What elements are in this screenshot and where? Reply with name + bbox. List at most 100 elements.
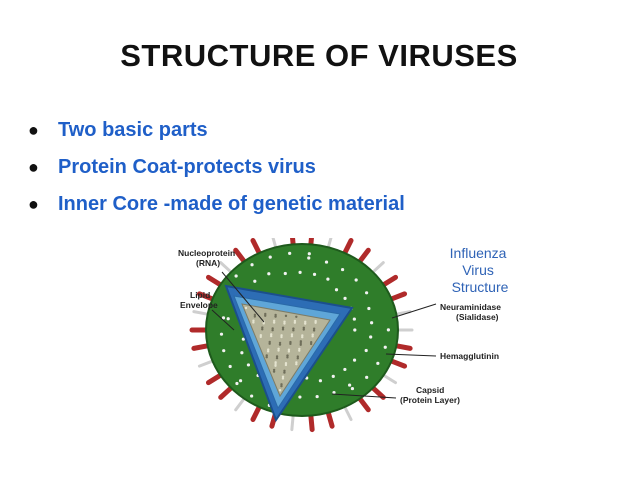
spike [325,410,335,429]
core-granule [268,340,271,344]
envelope-dot [350,386,355,391]
core-granule [259,335,262,339]
spike [342,238,354,256]
bullet-text: Inner Core -made of genetic material [58,193,405,215]
envelope-dot [250,263,254,267]
core-granule [271,327,274,330]
core-granule [286,354,289,357]
envelope-dot [353,328,357,332]
core-granule [280,334,283,337]
core-granule [274,313,277,317]
core-granule [272,321,276,324]
bullet-text: Protein Coat-protects virus [58,156,316,178]
core-granule [271,328,274,332]
core-granule [277,347,280,350]
core-granule [295,362,298,366]
spike [394,310,412,316]
envelope-dot [221,316,226,320]
core-granule [281,326,285,329]
envelope-dot [348,383,352,387]
envelope-dot [235,381,239,386]
bullet-item: ● Inner Core -made of genetic material [28,186,405,223]
core-granule [293,321,297,324]
core-granule [265,354,268,357]
spike [326,238,333,249]
leader-lines [211,271,437,399]
core-granule [286,356,289,359]
envelope-dot [307,252,311,256]
core-granule [272,368,276,372]
spike [357,396,371,413]
envelope-dot [283,271,287,276]
core-granule [299,341,302,345]
envelope-dot [312,272,317,276]
spike [233,247,247,264]
core-granule [311,333,314,336]
envelope-dot [298,395,302,399]
core-granule [302,328,305,331]
spike [308,413,315,433]
envelope-dot [250,394,254,398]
spike [343,405,353,422]
spike [205,274,223,288]
envelope-dot [226,317,230,321]
label-lipid-envelope: Lipid Envelope [180,290,218,310]
bullet-item: ● Protein Coat-protects virus [28,149,405,186]
label-neuraminidase: Neuraminidase (Sialidase) [440,302,503,322]
core-granule [278,343,282,346]
core-granule [302,326,306,329]
envelope-dot [240,351,244,355]
spike [290,238,296,247]
virus-diagram-svg: Nucleoprotein (RNA) Lipid Envelope Neura… [178,238,511,433]
core-granule [312,327,316,330]
core-granule [287,348,291,351]
spike [382,373,398,385]
core-granule [252,321,255,324]
envelope-dot [340,267,345,272]
envelope-dot [222,349,226,353]
envelope-dot [331,374,335,378]
virus-diagram: Nucleoprotein (RNA) Lipid Envelope Neura… [160,238,540,434]
label-capsid: Capsid (Protein Layer) [400,385,460,405]
envelope-dot [238,379,243,383]
core-granule [299,343,302,346]
core-granule [284,363,288,367]
core-granule [290,333,294,336]
envelope-dot [288,251,292,255]
envelope-dot [241,337,245,341]
envelope-dot [367,306,371,311]
spike [219,261,233,274]
core-granule [244,306,248,310]
envelope-dot [326,277,330,281]
envelope-dot [383,345,387,349]
spike [290,414,295,432]
core-granule [295,315,298,319]
surface-spikes [189,238,414,433]
spike [192,310,210,316]
core-granule [270,333,273,336]
envelope-dot [343,296,347,300]
spike [250,404,262,423]
envelope-dot [219,332,224,336]
envelope-dot [365,375,369,379]
core-granule [253,315,257,318]
envelope-dot [234,274,238,278]
diagram-title: Influenza Virus Structure [450,245,511,295]
core-granule [287,350,291,353]
core-granule [284,362,288,365]
core-granule [311,335,314,338]
core-granule [278,341,282,345]
core-granule [314,321,317,325]
core-granule [284,314,288,318]
core-granule [262,322,265,325]
core-granule [268,342,271,345]
core-granule [278,389,282,392]
core-granule [280,383,283,386]
core-granule [301,335,304,339]
core-granule [296,355,300,358]
core-granule [261,328,264,331]
core-granule [293,319,297,323]
spike [250,238,262,256]
core-granule [283,320,286,323]
